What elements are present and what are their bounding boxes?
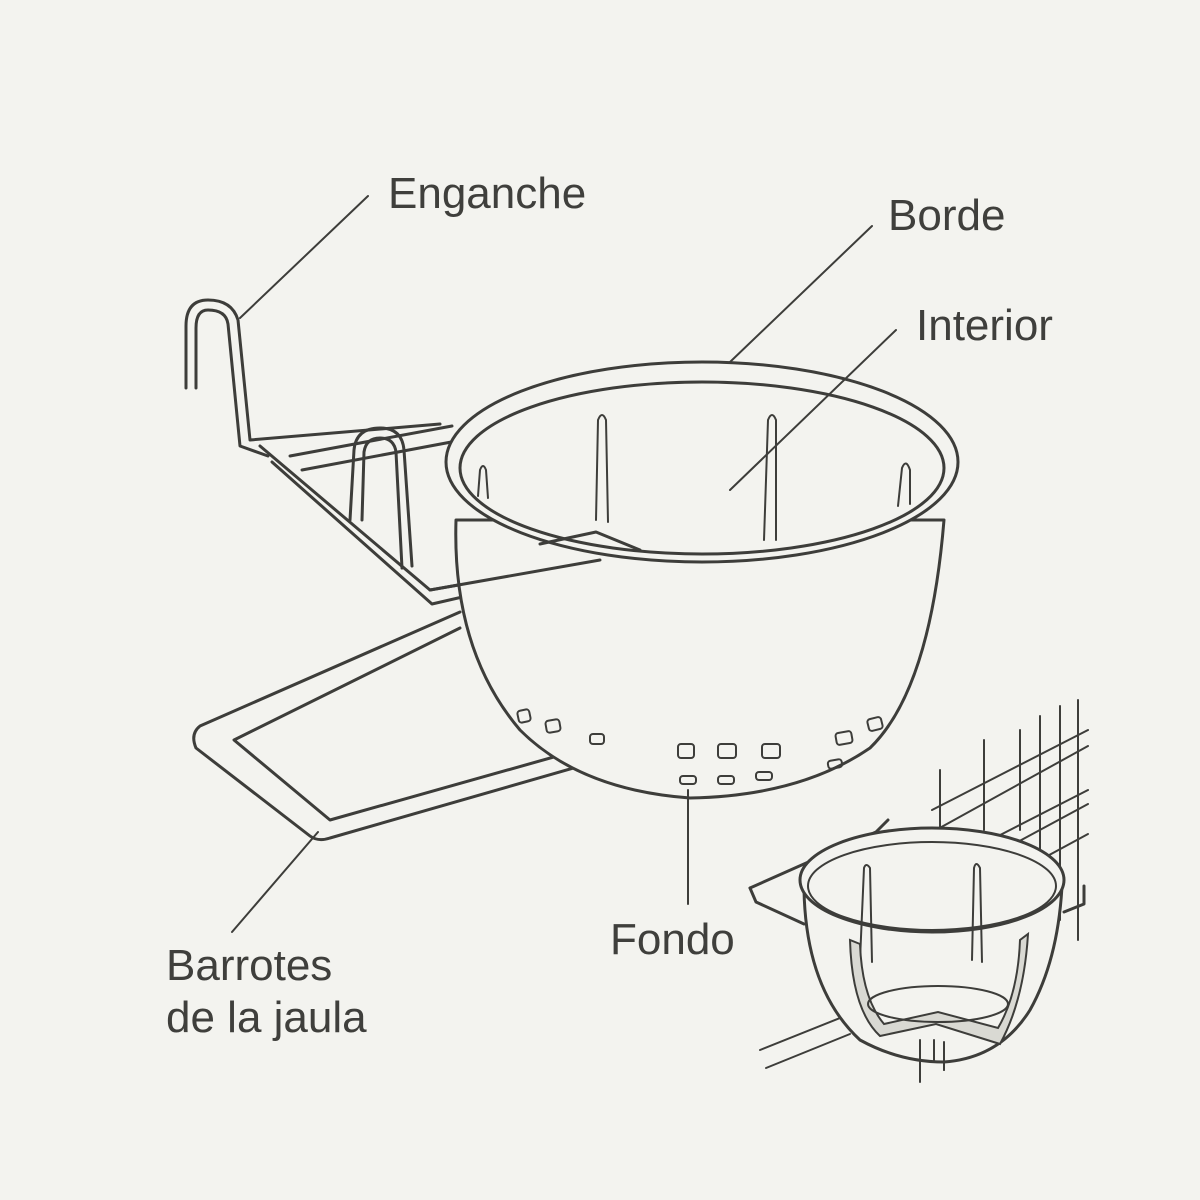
leader-enganche	[239, 195, 369, 319]
label-interior: Interior	[916, 301, 1053, 350]
label-barrotes-line2: de la jaula	[166, 993, 367, 1042]
label-barrotes-line1: Barrotes	[166, 941, 333, 990]
main-cup	[428, 360, 960, 800]
leader-lines	[231, 195, 897, 933]
drainage-holes	[516, 708, 884, 785]
label-enganche: Enganche	[388, 169, 587, 218]
label-fondo: Fondo	[610, 915, 735, 964]
leader-borde	[729, 225, 873, 363]
leader-barrotes	[231, 831, 319, 933]
cage-bar-frame	[192, 610, 666, 842]
small-cup	[748, 818, 1086, 1081]
label-borde: Borde	[888, 191, 1006, 240]
leader-interior	[729, 329, 897, 491]
